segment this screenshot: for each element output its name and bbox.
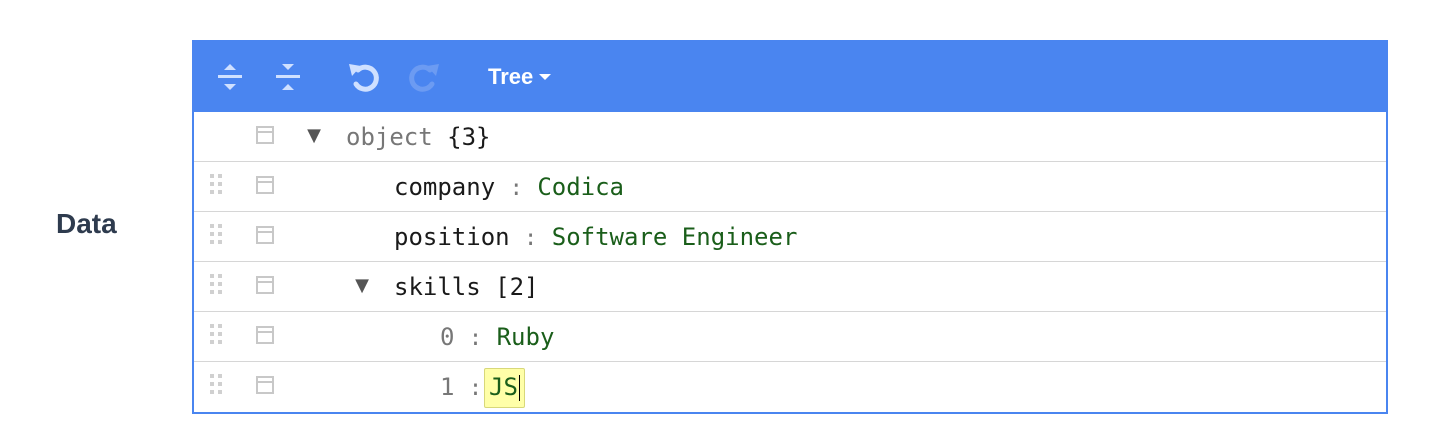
field-skills: skills [2]: [394, 272, 539, 302]
undo-button[interactable]: [344, 57, 384, 97]
tree-row-root: ▼ object {3}: [194, 112, 1386, 162]
tree-row-company: company : Codica: [194, 162, 1386, 212]
context-menu-button[interactable]: [256, 276, 274, 294]
editor-menu-bar: Tree: [194, 42, 1386, 112]
array-index: 0: [440, 323, 455, 351]
root-node: object {3}: [346, 122, 491, 152]
field-key[interactable]: skills: [394, 273, 481, 301]
redo-icon: [409, 64, 439, 92]
drag-handle-icon[interactable]: [210, 274, 224, 298]
drag-handle-icon[interactable]: [210, 374, 224, 398]
collapse-all-button[interactable]: [268, 57, 308, 97]
tree-row-skill-1: 1 : JS: [194, 362, 1386, 411]
tree-row-skill-0: 0 : Ruby: [194, 312, 1386, 362]
expand-all-button[interactable]: [210, 57, 250, 97]
mode-label: Tree: [488, 64, 534, 89]
array-item-1: 1 :: [440, 372, 482, 404]
separator: :: [524, 226, 538, 251]
collapse-all-icon: [276, 64, 300, 90]
drag-handle-icon[interactable]: [210, 324, 224, 348]
drag-handle-icon[interactable]: [210, 174, 224, 198]
context-menu-button[interactable]: [256, 176, 274, 194]
field-label: Data: [56, 208, 117, 239]
field-company: company : Codica: [394, 172, 624, 204]
json-editor: Tree ▼ object {3}: [192, 40, 1388, 414]
mode-dropdown[interactable]: Tree: [488, 62, 552, 92]
context-menu-button[interactable]: [256, 376, 274, 394]
expand-all-icon: [218, 64, 242, 90]
separator: :: [509, 176, 523, 201]
node-count: {3}: [447, 123, 491, 151]
field-value[interactable]: JS: [489, 373, 518, 401]
node-count: [2]: [495, 273, 539, 301]
field-value[interactable]: Codica: [537, 173, 625, 201]
context-menu-button[interactable]: [256, 126, 274, 144]
context-menu-button[interactable]: [256, 226, 274, 244]
field-position: position : Software Engineer: [394, 222, 797, 254]
array-item-0: 0 : Ruby: [440, 322, 554, 354]
tree-row-skills: ▼ skills [2]: [194, 262, 1386, 312]
redo-button[interactable]: [404, 57, 444, 97]
array-index: 1: [440, 373, 455, 401]
tree-view: ▼ object {3} company : Codica: [194, 112, 1386, 411]
undo-icon: [349, 64, 379, 92]
expand-toggle-icon[interactable]: ▼: [355, 275, 369, 296]
expand-toggle-icon[interactable]: ▼: [307, 125, 321, 146]
chevron-down-icon: [539, 74, 552, 80]
drag-handle-icon[interactable]: [210, 224, 224, 248]
node-type-label: object: [346, 123, 433, 151]
field-key[interactable]: position: [394, 223, 510, 251]
field-value[interactable]: Software Engineer: [551, 223, 798, 251]
field-value[interactable]: Ruby: [496, 323, 555, 351]
context-menu-button[interactable]: [256, 326, 274, 344]
tree-row-position: position : Software Engineer: [194, 212, 1386, 262]
text-cursor: [518, 375, 520, 401]
separator: :: [468, 376, 483, 401]
field-key[interactable]: company: [394, 173, 496, 201]
editing-value-field[interactable]: JS: [484, 368, 525, 408]
separator: :: [468, 326, 483, 351]
